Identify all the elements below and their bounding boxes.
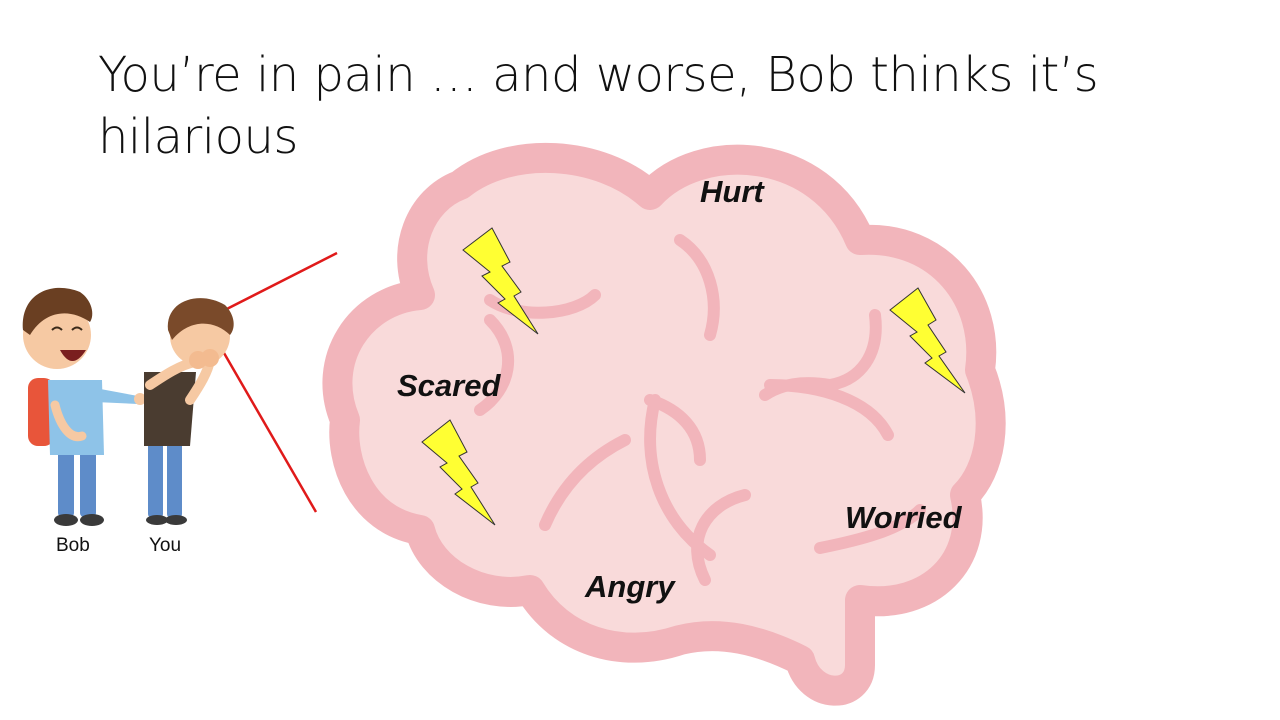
lightning-bolt-icon (889, 287, 966, 394)
emotion-label-scared: Scared (397, 368, 501, 403)
bob-label: Bob (56, 535, 90, 556)
zoom-callout (193, 251, 338, 513)
lightning-group (421, 227, 966, 526)
you-figure (144, 298, 234, 525)
emotion-label-angry: Angry (584, 569, 676, 604)
emotion-labels: Hurt Scared Worried Angry (397, 174, 963, 604)
emotion-label-worried: Worried (845, 500, 963, 535)
lightning-bolt-icon (421, 419, 496, 526)
slide-title: You’re in pain … and worse, Bob thinks i… (98, 47, 1099, 165)
zoom-line-top (212, 251, 338, 318)
zoom-line-bottom (211, 333, 318, 513)
brain-outline (322, 142, 1006, 706)
brain (322, 142, 1006, 706)
brain-folds (474, 234, 926, 586)
bob-figure (22, 287, 146, 526)
you-label: You (149, 535, 181, 556)
lightning-bolt-icon (462, 227, 539, 335)
emotion-label-hurt: Hurt (700, 174, 765, 209)
